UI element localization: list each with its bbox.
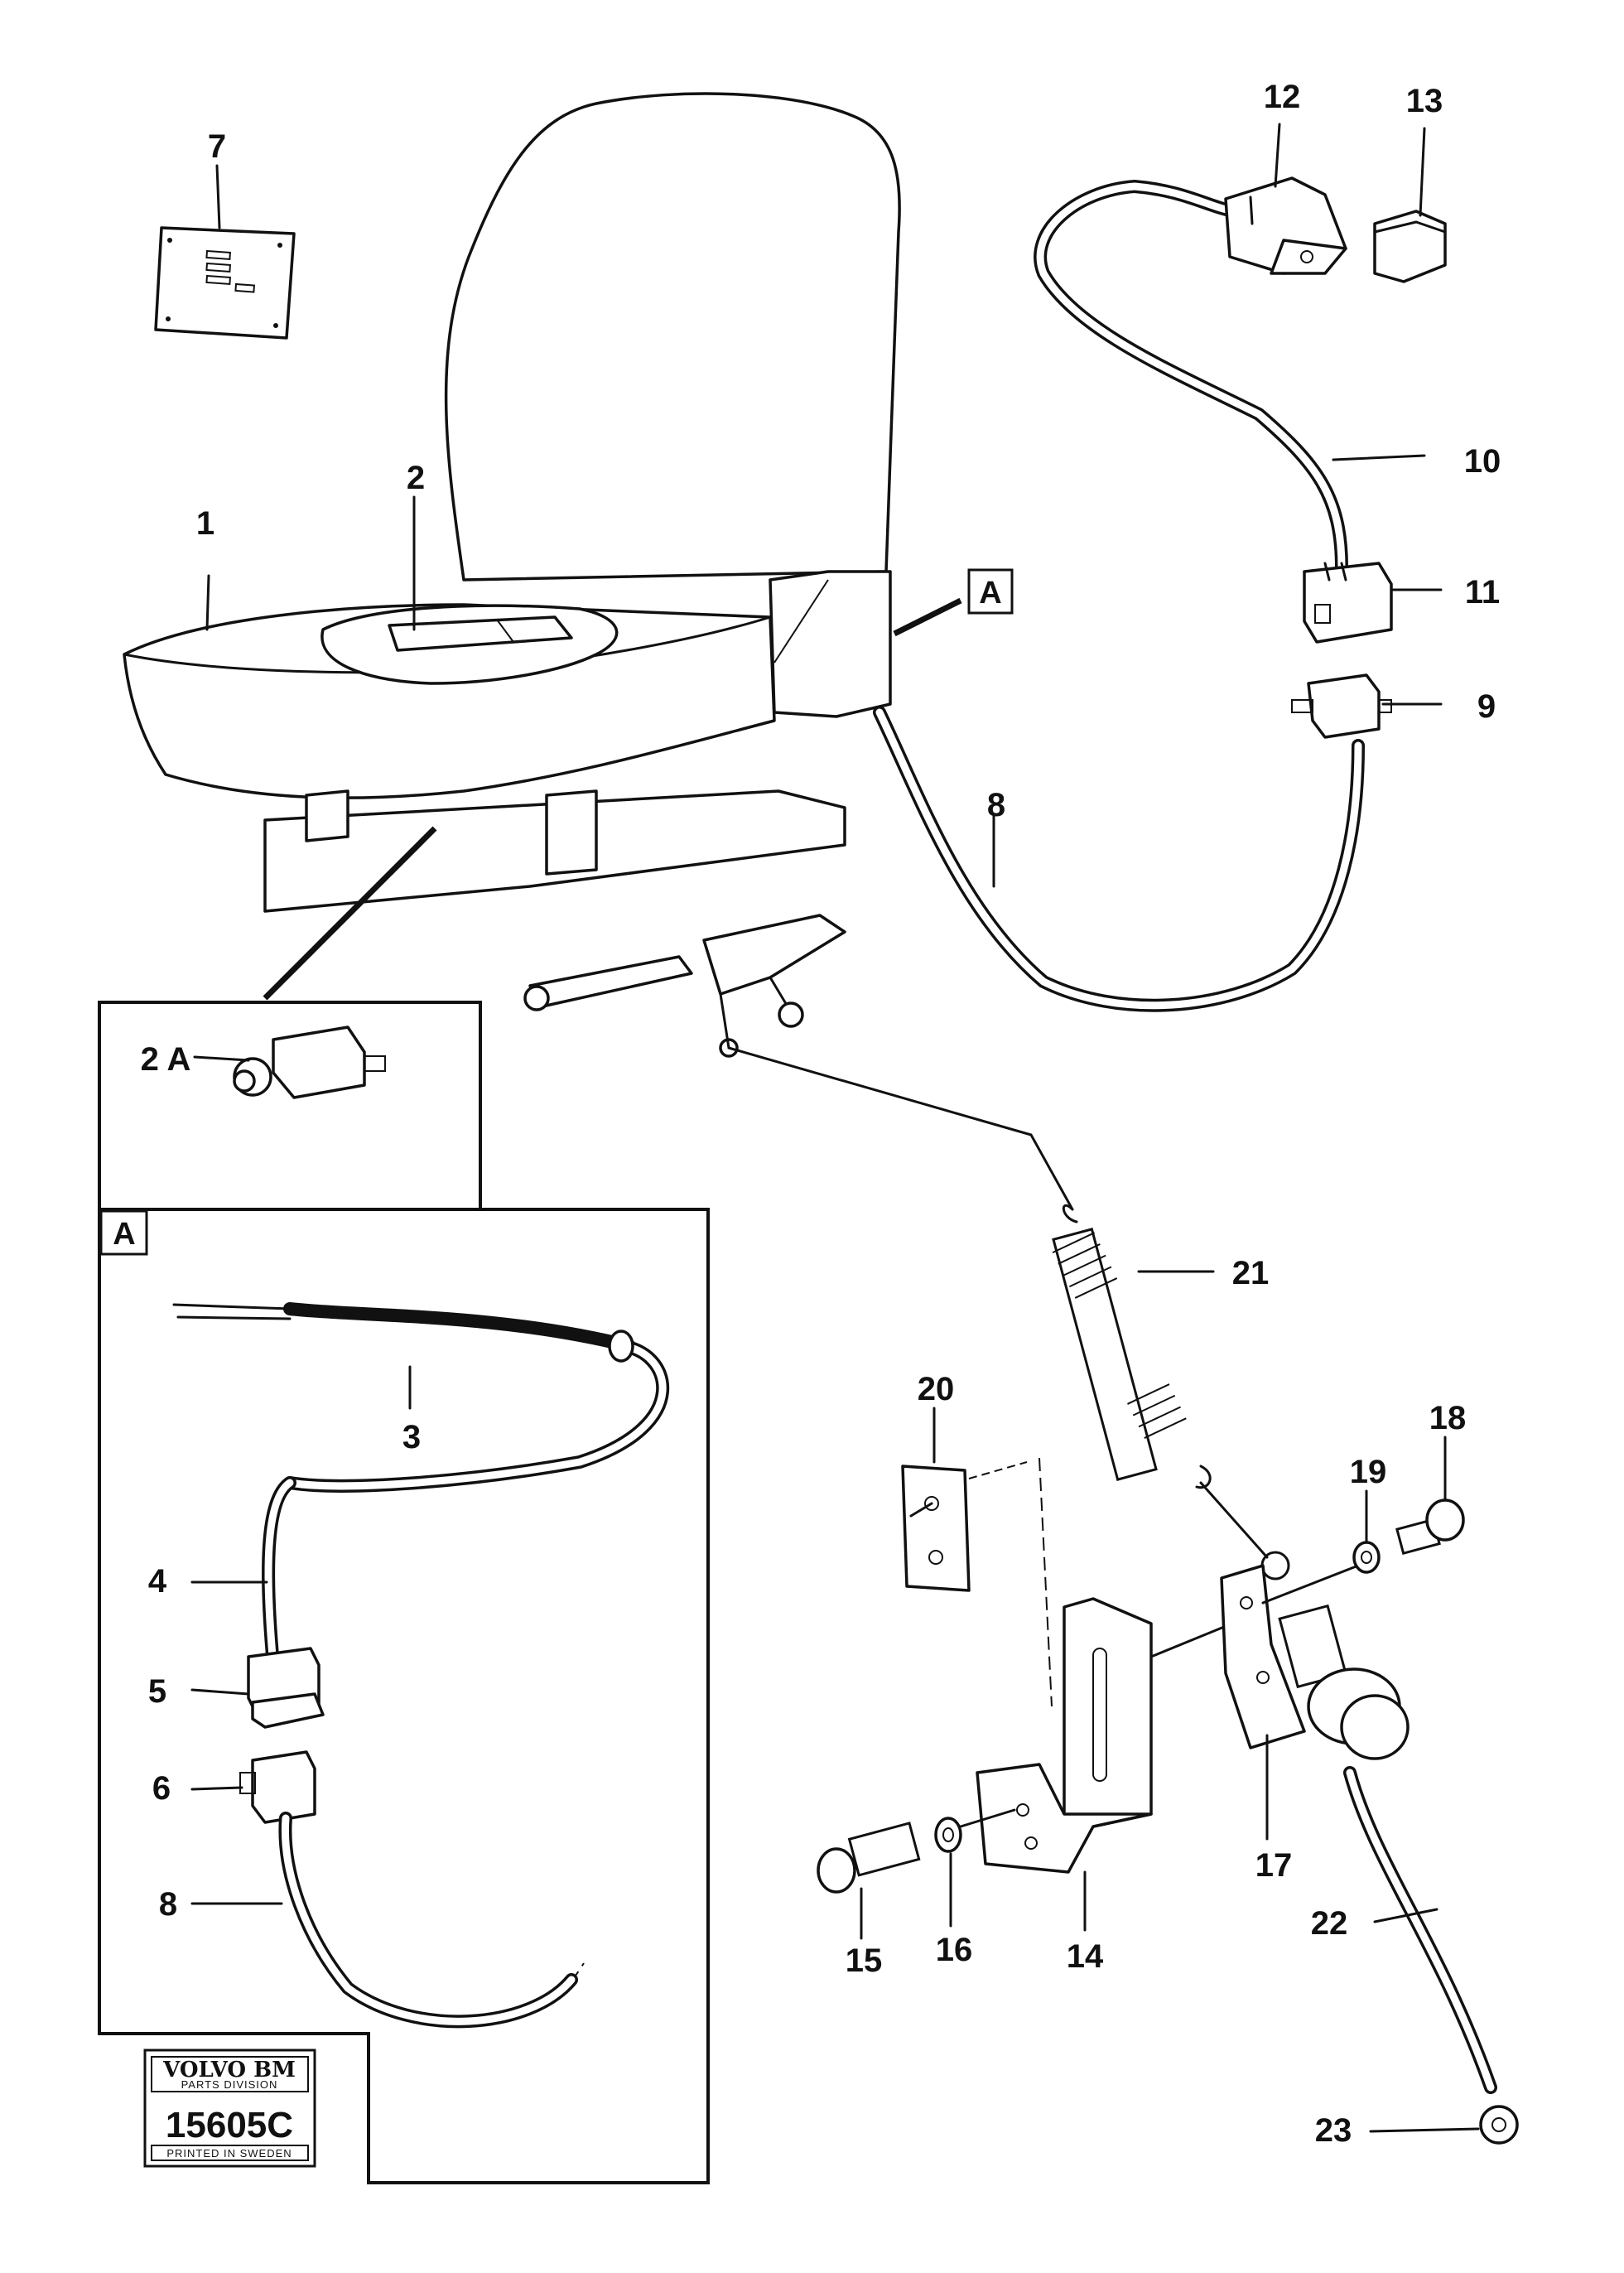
leader-lines: [205, 123, 1443, 888]
connector-icon: [1303, 562, 1393, 644]
callout-16: 16: [936, 1932, 973, 1968]
parts-stamp: VOLVO BM PARTS DIVISION 15605C PRINTED I…: [143, 2049, 316, 2168]
stamp-number: 15605C: [166, 2105, 293, 2145]
cable-icon: [873, 706, 1365, 1012]
callout-4: 4: [148, 1563, 167, 1600]
callout-23: 23: [1315, 2112, 1352, 2149]
callout-9: 9: [1477, 688, 1496, 725]
stamp-division: PARTS DIVISION: [181, 2078, 278, 2091]
callout-17: 17: [1255, 1847, 1293, 1884]
relay-icon: [1373, 210, 1447, 283]
bracket-icon: [976, 1597, 1244, 1932]
callout-3: 3: [402, 1419, 421, 1455]
callout-13: 13: [1406, 83, 1443, 119]
inset-leader-line: [263, 826, 437, 1001]
callout-20: 20: [918, 1371, 955, 1407]
harness-icon: [1034, 180, 1348, 574]
pressure-switch-icon: [1220, 1564, 1410, 1841]
decal-plate-icon: [154, 164, 296, 340]
callout-14: 14: [1067, 1938, 1104, 1975]
callout-6: 6: [152, 1770, 171, 1807]
callout-2a: 2 A: [141, 1041, 191, 1078]
callout-12: 12: [1264, 79, 1301, 115]
svg-text:A: A: [113, 1217, 135, 1252]
callout-1: 1: [196, 505, 214, 542]
svg-text:A: A: [979, 576, 1001, 610]
stamp-brand: VOLVO BM: [162, 2058, 296, 2082]
relay-socket-icon: [1224, 176, 1347, 275]
callout-labels: 1 2 7 12 13 10 11 9 8 2 A 3 4 5 6 8 21 2…: [141, 79, 1501, 2149]
callout-7: 7: [208, 128, 226, 165]
connector-plug-icon: [1291, 673, 1392, 739]
detail-a-box: A: [98, 1208, 710, 2184]
screw-icon: [1395, 1436, 1465, 1556]
spring-icon: [727, 1046, 1290, 1580]
stamp-printed: PRINTED IN SWEDEN: [166, 2147, 292, 2160]
callout-15: 15: [846, 1942, 883, 1979]
callout-8-detail: 8: [159, 1886, 177, 1923]
callout-21: 21: [1232, 1255, 1270, 1291]
callout-2: 2: [407, 460, 425, 496]
callout-8-main: 8: [987, 787, 1005, 823]
callout-11: 11: [1465, 574, 1500, 610]
plate-icon: [901, 1407, 1053, 1707]
bolt-icon: [817, 1822, 921, 1940]
seat-icon: [123, 92, 901, 1058]
ground-cable-icon: [1343, 1766, 1519, 2145]
washer-icon: [934, 1808, 1016, 1928]
callout-22: 22: [1311, 1905, 1348, 1942]
callout-5: 5: [148, 1673, 166, 1710]
inset-2a: [98, 1001, 482, 1211]
callout-18: 18: [1429, 1400, 1467, 1436]
washer-19-icon: [1352, 1489, 1381, 1574]
callout-19: 19: [1350, 1454, 1387, 1490]
callout-10: 10: [1464, 443, 1501, 480]
view-marker-a: A: [893, 568, 1014, 637]
